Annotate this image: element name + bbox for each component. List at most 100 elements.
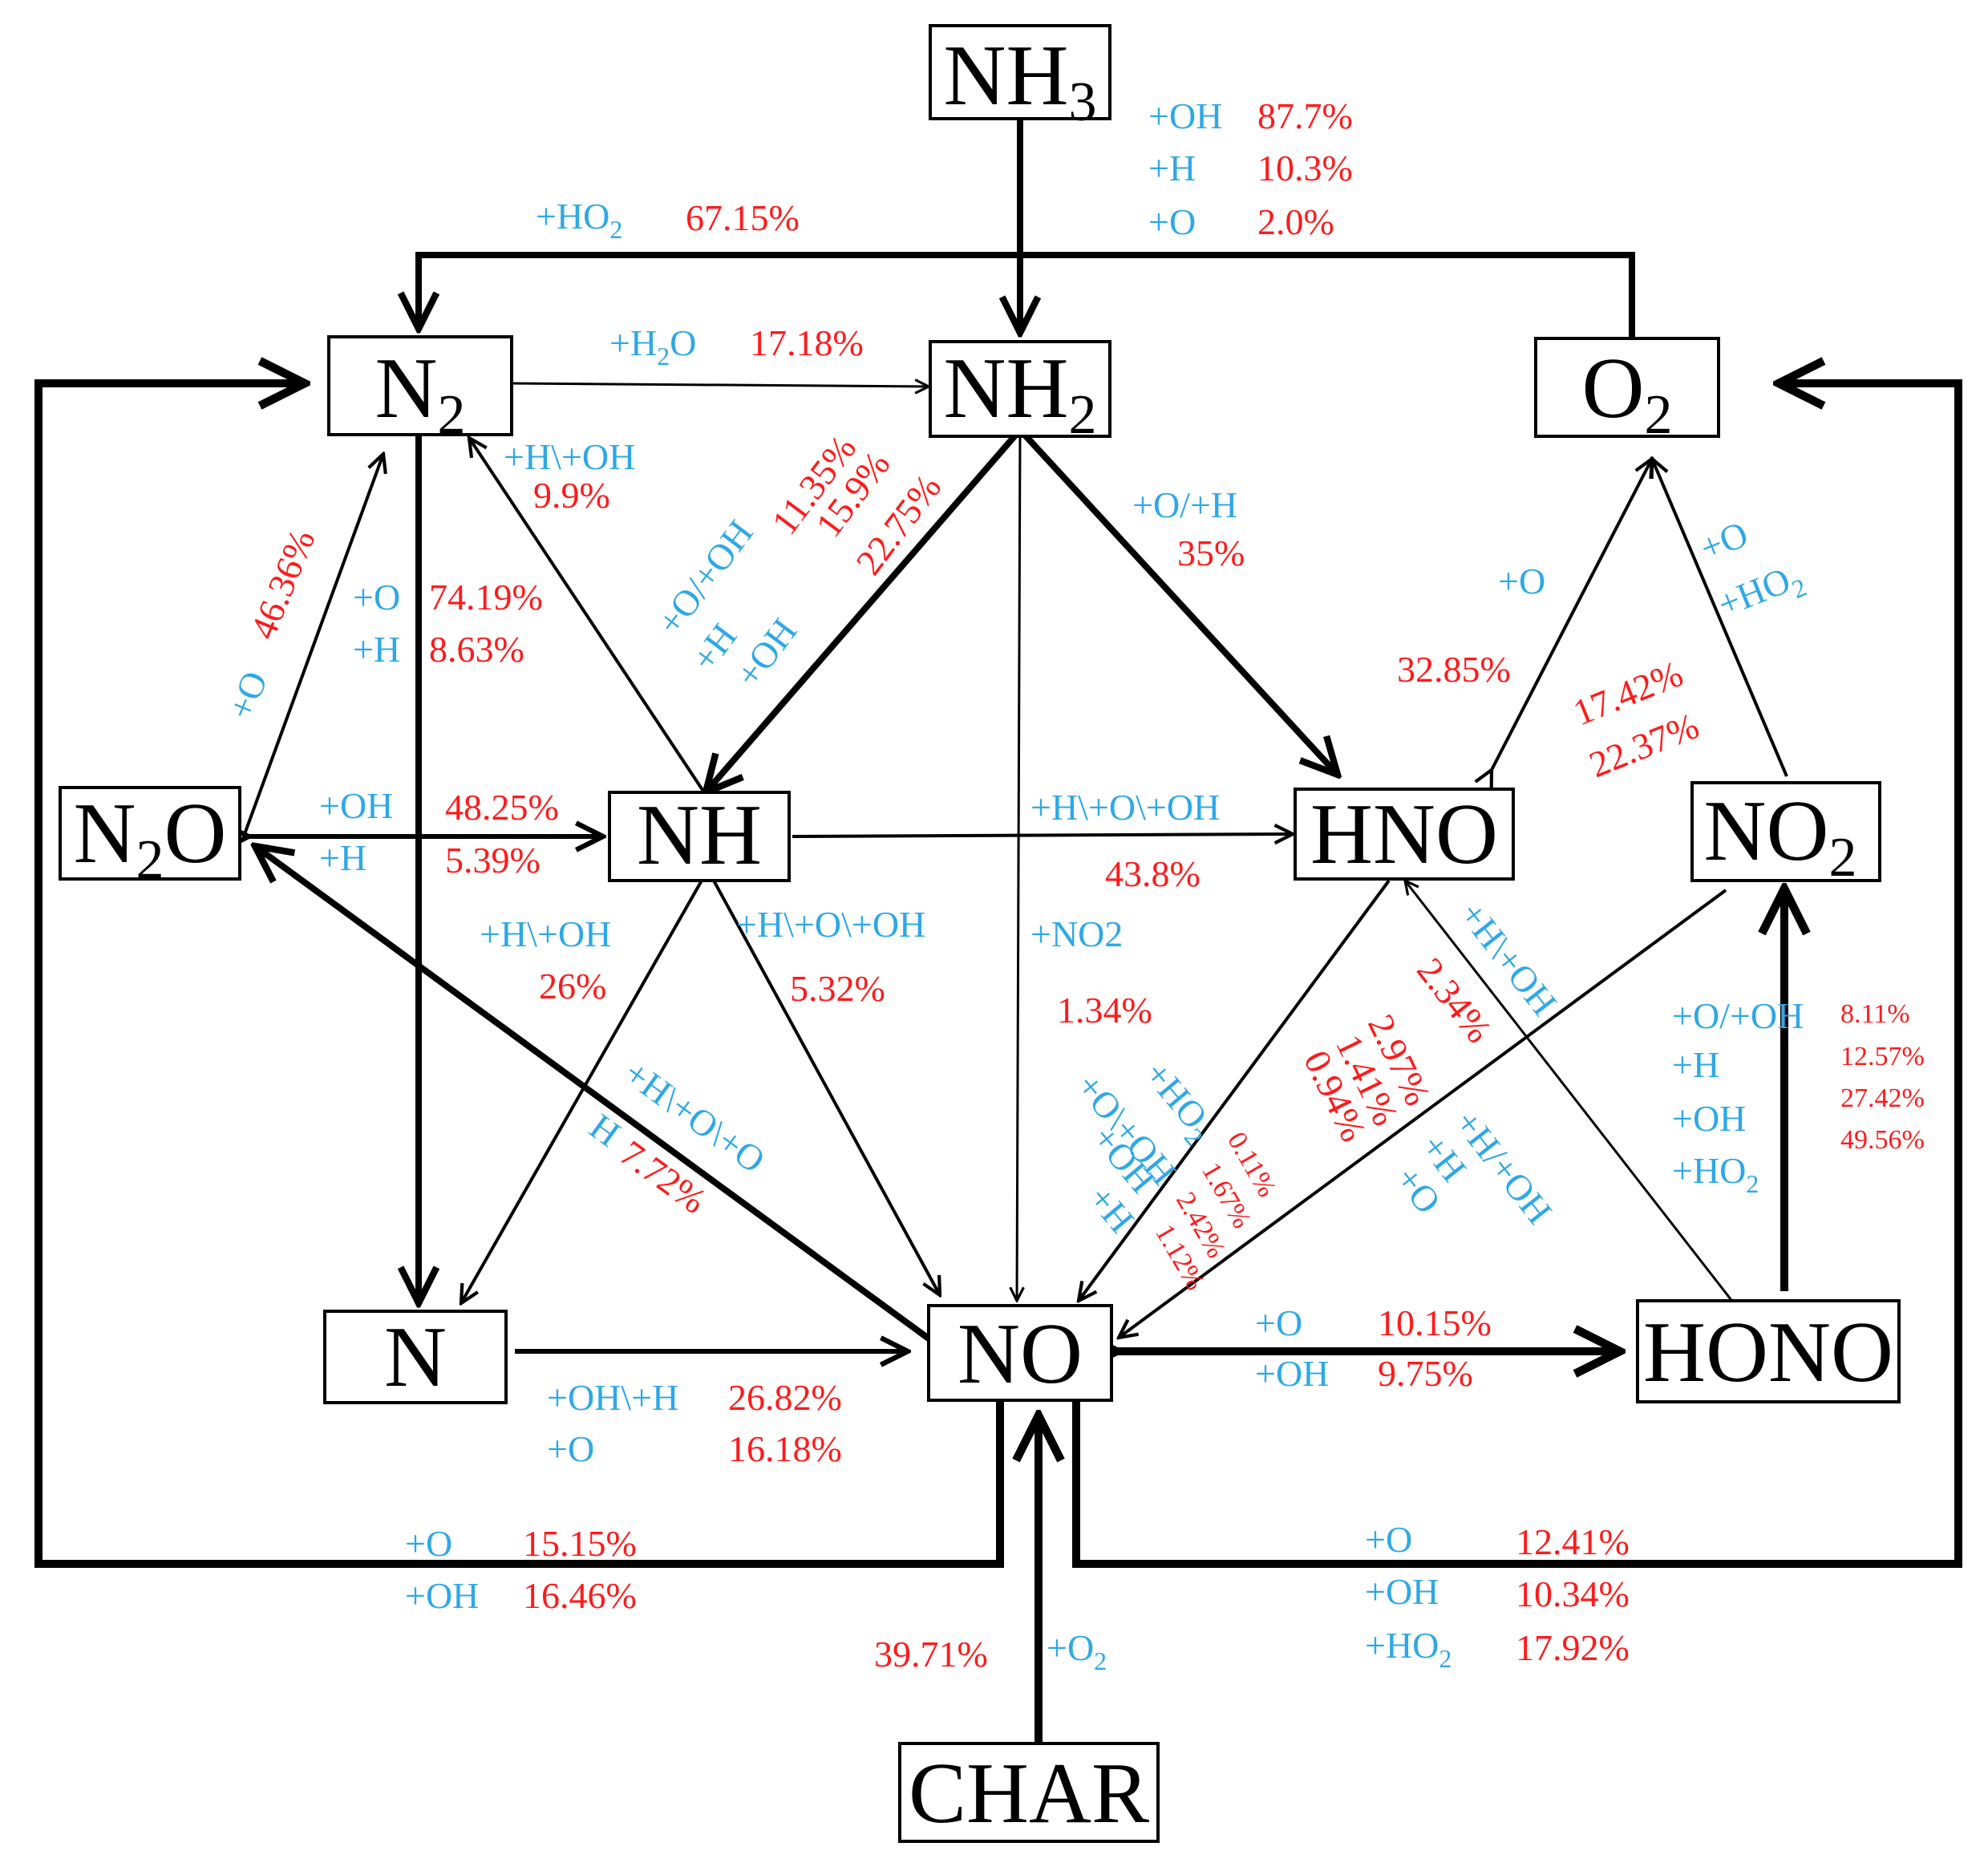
- percent-label: 10.15%: [1378, 1302, 1492, 1343]
- node-no: NO: [927, 1304, 1113, 1402]
- reactant-label: +O/+H: [1132, 484, 1237, 525]
- percent-label: 46.36%: [242, 524, 322, 645]
- node-char: CHAR: [898, 1742, 1160, 1843]
- node-subscript: 3: [1069, 71, 1097, 133]
- label-n-to-no: +OH\+H 26.82% +O 16.18%: [547, 1377, 842, 1469]
- svg-text:+HO2: +HO2: [1672, 1150, 1759, 1198]
- svg-text:O2: O2: [1582, 341, 1673, 446]
- reactant-label: +H\+OH: [480, 913, 611, 954]
- label-no-to-hono: +O 10.15% +OH 9.75%: [1255, 1302, 1492, 1394]
- node-label: CHAR: [909, 1746, 1149, 1841]
- reactant-label: +O: [1365, 1519, 1412, 1560]
- label-n2-to-n: +O 74.19% +H 8.63%: [353, 577, 543, 670]
- reactant-label: +O: [1694, 513, 1754, 569]
- label-nh-to-n: +H\+OH 26%: [480, 913, 611, 1006]
- reactant-label: +H\+O\+OH: [1030, 787, 1220, 828]
- node-nh3: NH3: [929, 24, 1111, 133]
- svg-text:+H2O: +H2O: [609, 322, 696, 371]
- percent-label: 17.92%: [1516, 1627, 1630, 1668]
- percent-label: 32.85%: [1397, 649, 1511, 690]
- percent-label: 2.0%: [1257, 201, 1334, 242]
- percent-label: 16.18%: [728, 1428, 842, 1469]
- percent-label: 12.57%: [1840, 1042, 1925, 1071]
- reactant-label: +OH: [405, 1575, 479, 1616]
- reactant-label: +O: [1255, 1302, 1302, 1343]
- edge-hno-to-o2: [1492, 459, 1652, 770]
- svg-text:+O2: +O2: [1047, 1627, 1107, 1675]
- node-label: N: [74, 786, 136, 881]
- svg-text:N2O: N2O: [74, 786, 227, 891]
- percent-label: 17.18%: [750, 322, 864, 363]
- percent-label: 43.8%: [1105, 853, 1200, 894]
- reactant-label: +OH: [1672, 1098, 1746, 1139]
- svg-text:N2: N2: [375, 341, 466, 446]
- edge-nh-to-hno: [792, 834, 1293, 836]
- reactant-label: +O: [1047, 1627, 1094, 1668]
- label-n2o-nh: +OH 48.25% +H 5.39%: [319, 785, 559, 881]
- svg-text:NH3: NH3: [944, 28, 1097, 133]
- percent-label: 8.11%: [1840, 999, 1910, 1029]
- percent-label: 26%: [539, 966, 606, 1006]
- node-box: [898, 1742, 1160, 1843]
- percent-label: 15.15%: [523, 1523, 637, 1564]
- reactant-label: +HO: [1365, 1625, 1439, 1666]
- reactant-subscript: 2: [609, 215, 622, 244]
- node-label: N: [384, 1310, 447, 1405]
- percent-label: 10.3%: [1257, 148, 1353, 188]
- reactant-label: +H: [353, 629, 400, 670]
- node-subscript: 2: [1829, 827, 1857, 889]
- reactant-label: +O: [547, 1428, 594, 1469]
- edge-labels: +OH 87.7% +H 10.3% +O 2.0% +HO2 67.15% +…: [220, 95, 1925, 1675]
- reactant-label: +O: [405, 1523, 452, 1564]
- edge-no2-to-o2: [1652, 459, 1788, 777]
- node-subscript: 2: [1069, 384, 1097, 446]
- reactant-label: +O: [1498, 561, 1545, 601]
- edge-hno-to-no: [1079, 879, 1391, 1301]
- reactant-label: +O/+OH: [649, 512, 761, 642]
- label-nh-to-no: +H\+O\+OH 5.32%: [736, 904, 925, 1009]
- label-no-to-n2o: +H\+O\+O H 7.72%: [582, 1052, 772, 1221]
- reactant-label: +O: [1148, 201, 1196, 242]
- node-box: [608, 791, 791, 882]
- reactant-label: +HO: [1712, 559, 1796, 625]
- node-label: NH: [944, 341, 1069, 436]
- percent-label: 8.63%: [429, 629, 524, 670]
- label-hono-to-no2: +O/+OH +H +OH +HO2 8.11% 12.57% 27.42% 4…: [1672, 995, 1925, 1198]
- node-box: [929, 340, 1111, 438]
- label-o2-to-n2: +HO2 67.15%: [536, 196, 800, 244]
- node-label: N: [375, 341, 438, 436]
- label-nh-to-n2: +H\+OH 9.9%: [504, 436, 635, 516]
- svg-text:NH2: NH2: [944, 341, 1097, 446]
- percent-label: 9.9%: [533, 475, 610, 516]
- edge-n2-to-nh2: [511, 383, 929, 387]
- reactant-subscript: 2: [1746, 1169, 1759, 1198]
- node-label: NO: [1704, 784, 1829, 879]
- reactant-subscript: 2: [1439, 1644, 1452, 1673]
- reactant-label: +O: [220, 666, 275, 725]
- node-subscript: 2: [1645, 384, 1673, 446]
- node-label: HNO: [1310, 787, 1498, 882]
- node-no2: NO2: [1690, 781, 1881, 889]
- reactant-subscript: 2: [657, 342, 670, 371]
- node-box: [1690, 781, 1881, 882]
- node-hno: HNO: [1294, 787, 1515, 882]
- edge-nh-to-n: [461, 880, 703, 1303]
- node-label-tail: O: [164, 786, 227, 881]
- node-box: [323, 1310, 508, 1404]
- reactant-label-tail: O: [670, 322, 696, 363]
- edge-nh2-to-nh: [706, 427, 1023, 792]
- node-o2: O2: [1534, 337, 1720, 446]
- edges: [34, 119, 1962, 1742]
- edge-nh-to-no: [712, 880, 940, 1295]
- reactant-label: +H\+O\+OH: [736, 904, 925, 945]
- label-n2-to-nh2: +H2O 17.18%: [609, 322, 864, 371]
- percent-label: 39.71%: [874, 1634, 988, 1675]
- edge-nh2-to-no: [1017, 429, 1020, 1301]
- reactant-label: +H: [1148, 148, 1196, 188]
- label-nh2-to-hno: +O/+H 35%: [1132, 484, 1245, 573]
- percent-label: 12.41%: [1516, 1521, 1630, 1562]
- node-box: [929, 24, 1111, 120]
- label-hno-to-o2: +O 32.85%: [1397, 561, 1545, 690]
- node-subscript: 2: [136, 829, 164, 891]
